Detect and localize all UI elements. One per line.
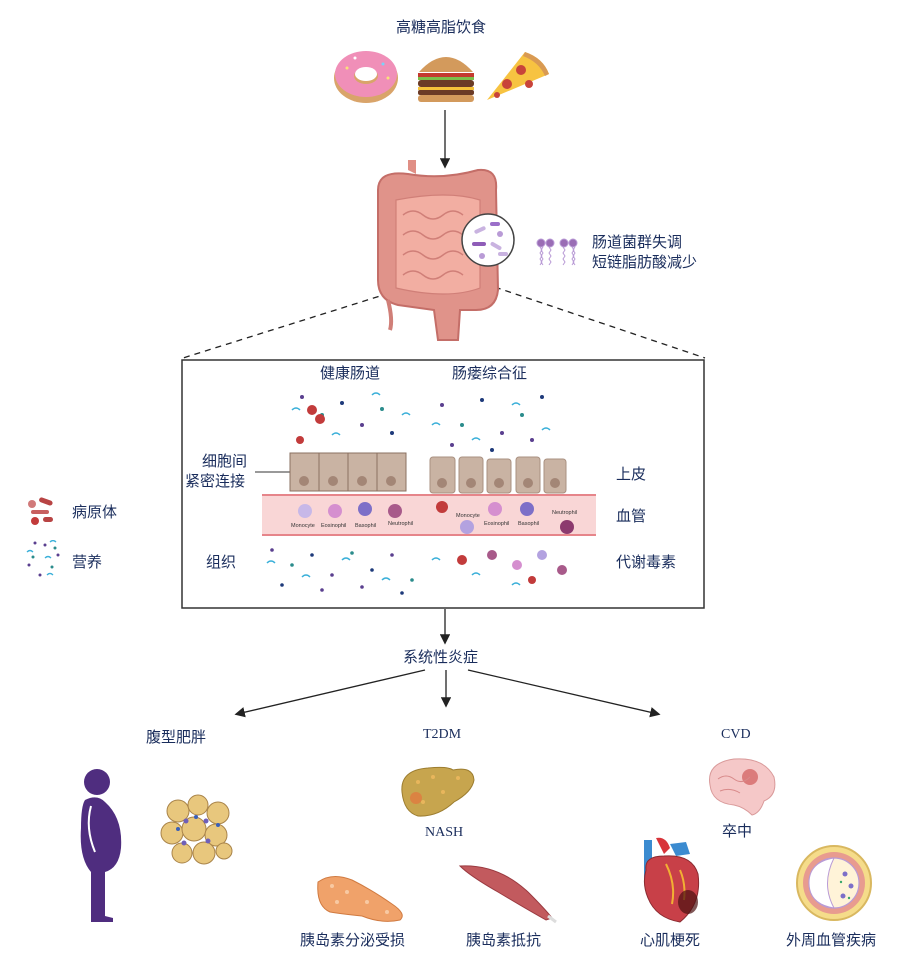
- immune-cells: [298, 501, 574, 534]
- t2dm-label: T2DM: [423, 727, 462, 742]
- arrow-to-obesity: [234, 669, 426, 718]
- inset-illustration: [262, 392, 596, 595]
- leaky-epithelium: [429, 456, 567, 494]
- abdominal-obesity-label: 腹型肥胖: [146, 728, 207, 746]
- scfa-icon: [536, 238, 578, 266]
- stroke-label: 卒中: [722, 822, 753, 840]
- microbiota-magnifier-icon: [461, 213, 515, 267]
- lumen-particles: [300, 395, 544, 452]
- cell-label-basophil-leaky: Basophil: [518, 521, 540, 527]
- brain-icon: [709, 758, 776, 816]
- scfa-reduction-label: 短链脂肪酸减少: [592, 253, 698, 271]
- pancreas-icon: [317, 876, 403, 922]
- pathogen-legend-label: 病原体: [72, 503, 118, 521]
- epithelium-label: 上皮: [616, 465, 647, 483]
- fatty-liver-icon: [401, 766, 475, 817]
- donut-icon: [334, 51, 398, 103]
- cell-label-monocyte-healthy: Monocyte: [291, 523, 315, 529]
- cell-label-neutrophil-healthy: Neutrophil: [388, 521, 414, 527]
- artery-cross-section-icon: [796, 845, 872, 921]
- obese-person-icon: [80, 769, 122, 922]
- cell-label-eosinophil-healthy: Eosinophil: [321, 523, 347, 529]
- dashed-zoom-right: [473, 279, 706, 359]
- cell-label-eosinophil-leaky: Eosinophil: [484, 521, 510, 527]
- pathogen-legend-icon: [28, 497, 53, 525]
- leaky-gut-title: 肠瘘综合征: [452, 364, 528, 382]
- blood-vessel-label: 血管: [616, 507, 647, 525]
- cell-label-neutrophil-leaky: Neutrophil: [552, 510, 578, 516]
- tight-junction-label-2: 紧密连接: [185, 472, 246, 490]
- tight-junction-label-1: 细胞间: [202, 452, 248, 470]
- systemic-inflammation-label: 系统性炎症: [403, 648, 479, 666]
- peripheral-vascular-disease-label: 外周血管疾病: [786, 931, 877, 949]
- nash-label: NASH: [425, 825, 464, 840]
- heart-icon: [643, 837, 700, 923]
- inset-frame: [181, 359, 705, 609]
- nutrients-legend-icon: [26, 540, 60, 577]
- burger-icon: [418, 57, 474, 102]
- tissue-label: 组织: [206, 553, 237, 571]
- cvd-label: CVD: [721, 727, 751, 742]
- adipose-tissue-icon: [160, 794, 233, 865]
- microbiota-dysbiosis-label: 肠道菌群失调: [592, 233, 683, 251]
- pizza-icon: [487, 52, 549, 100]
- intestine-icon: [377, 160, 500, 341]
- blood-vessel: [262, 495, 596, 535]
- nutrients-legend-label: 营养: [72, 553, 103, 571]
- muscle-icon: [458, 865, 557, 924]
- metabolic-toxins-label: 代谢毒素: [616, 553, 677, 571]
- cell-label-monocyte-leaky: Monocyte: [456, 513, 480, 519]
- healthy-gut-title: 健康肠道: [320, 364, 381, 382]
- diet-title: 高糖高脂饮食: [396, 18, 487, 36]
- impaired-insulin-secretion-label: 胰岛素分泌受损: [300, 931, 406, 949]
- insulin-resistance-label: 胰岛素抵抗: [466, 931, 542, 949]
- cell-label-basophil-healthy: Basophil: [355, 523, 377, 529]
- myocardial-infarction-label: 心肌梗死: [640, 931, 701, 949]
- arrow-to-cvd: [467, 669, 661, 718]
